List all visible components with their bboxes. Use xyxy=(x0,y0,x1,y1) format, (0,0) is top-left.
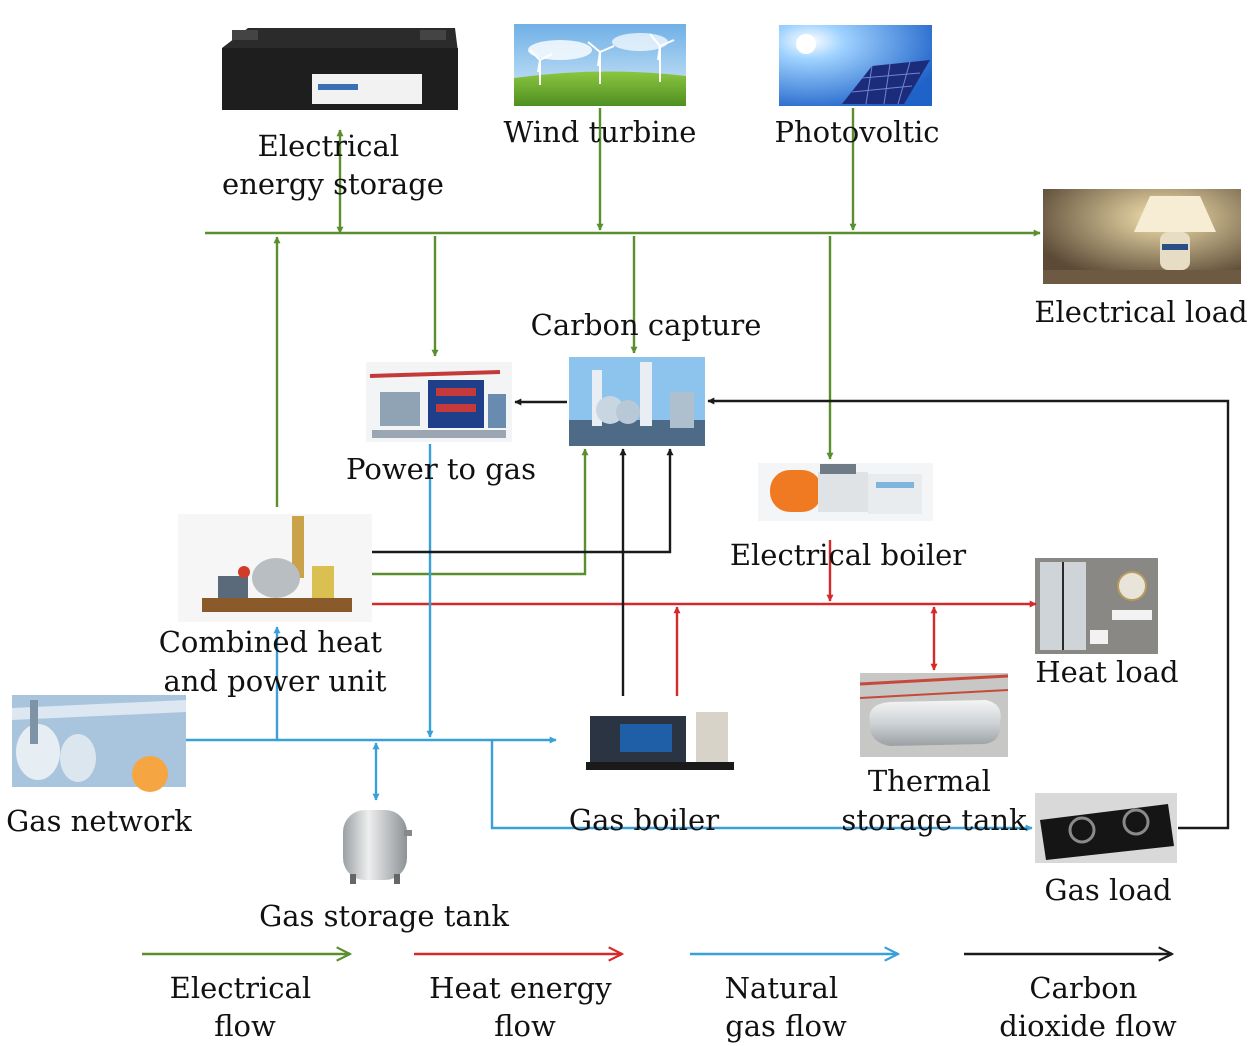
power-to-gas-label: Power to gas xyxy=(346,452,536,486)
gas-to-gload xyxy=(490,740,1033,832)
legend: Electrical flow Heat energy flow Natural… xyxy=(142,954,1177,1043)
thermal-tank-image xyxy=(859,673,1009,757)
power-to-gas-image xyxy=(366,362,512,442)
carbon-capture-image xyxy=(569,357,705,446)
gas-stove-image xyxy=(1035,793,1177,863)
heat-flows xyxy=(372,540,1037,696)
bathroom-image xyxy=(1035,558,1158,654)
electrical-flows xyxy=(205,108,1041,576)
wind-turbine-image xyxy=(514,24,686,106)
heat-load-label: Heat load xyxy=(1035,655,1178,689)
electrical-boiler-label: Electrical boiler xyxy=(730,538,966,572)
carbon-flows xyxy=(372,397,1230,830)
gas-boiler-label: Gas boiler xyxy=(569,803,719,837)
gas-storage-tank-label: Gas storage tank xyxy=(259,899,509,933)
chp-unit-image xyxy=(178,514,372,622)
lamp-image xyxy=(1043,189,1241,284)
photovoltaic-image xyxy=(779,25,932,106)
photovoltaic-label: Photovoltic xyxy=(774,115,939,149)
battery-image xyxy=(222,28,458,110)
gas-network-label: Gas network xyxy=(6,804,192,838)
electrical-boiler-image xyxy=(758,463,933,521)
legend-gas-label: Natural gas flow xyxy=(725,971,848,1043)
legend-electrical-label: Electrical flow xyxy=(170,971,321,1043)
legend-carbon-label: Carbon dioxide flow xyxy=(999,971,1177,1043)
legend-heat-label: Heat energy flow xyxy=(429,971,621,1043)
chp-to-capture-electric xyxy=(372,448,589,576)
chp-to-capture-co2 xyxy=(372,448,674,554)
electrical-load-label: Electrical load xyxy=(1034,295,1247,329)
gload-to-capture xyxy=(707,397,1230,830)
thermal-storage-label: Thermal storage tank xyxy=(841,764,1027,837)
ees-label: Electrical energy storage xyxy=(222,129,444,201)
wind-turbine-label: Wind turbine xyxy=(504,115,697,149)
gas-load-label: Gas load xyxy=(1044,873,1171,907)
gas-network-image xyxy=(12,695,186,792)
gas-boiler-image xyxy=(582,708,734,773)
chp-label: Combined heat and power unit xyxy=(159,625,392,698)
gas-storage-tank-image xyxy=(343,810,412,884)
gas-flows xyxy=(186,444,1033,832)
carbon-capture-label: Carbon capture xyxy=(531,308,762,342)
